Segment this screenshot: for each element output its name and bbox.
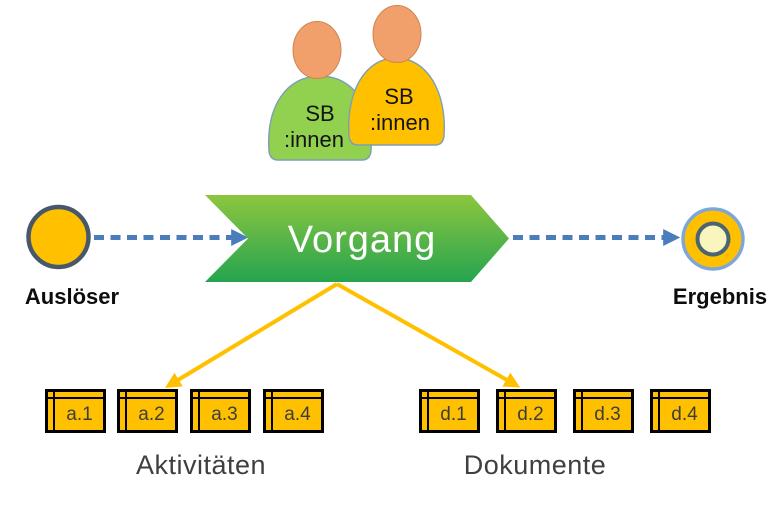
activity-box-label: a.2 <box>138 404 165 425</box>
box-inner-hline <box>48 397 103 399</box>
activity-box-label: a.3 <box>211 404 238 425</box>
box-inner-hline <box>266 397 321 399</box>
box-inner-hline <box>422 397 477 399</box>
box-inner-hline <box>653 397 708 399</box>
document-box: d.1 <box>419 389 480 433</box>
box-inner-hline <box>499 397 554 399</box>
box-inner-vline <box>271 392 273 430</box>
activity-box: a.4 <box>263 389 324 433</box>
box-inner-hline <box>193 397 248 399</box>
box-inner-vline <box>581 392 583 430</box>
box-inner-hline <box>120 397 175 399</box>
process-label: Vorgang <box>288 219 437 261</box>
document-box: d.3 <box>573 389 634 433</box>
box-inner-vline <box>125 392 127 430</box>
activity-box-label: a.1 <box>66 404 93 425</box>
result-label: Ergebnis <box>672 284 768 309</box>
person-icon-green: SB :innen <box>268 21 372 161</box>
document-box-label: d.3 <box>594 404 621 425</box>
trigger-label: Auslöser <box>24 284 120 309</box>
trigger-circle <box>26 204 91 270</box>
result-circle <box>681 207 745 271</box>
activity-box: a.2 <box>117 389 178 433</box>
box-inner-vline <box>53 392 55 430</box>
person-icon-orange: SB :innen <box>348 5 445 146</box>
person-label-line2: :innen <box>370 110 430 135</box>
box-inner-vline <box>427 392 429 430</box>
activity-box: a.3 <box>190 389 251 433</box>
documents-arrow <box>336 282 521 388</box>
process-chevron: Vorgang <box>205 195 509 282</box>
documents-group-label: Dokumente <box>463 450 607 480</box>
document-box-label: d.4 <box>671 404 698 425</box>
activity-box: a.1 <box>45 389 106 433</box>
activities-arrow <box>164 282 339 388</box>
person-label-line1: SB <box>305 101 334 126</box>
document-box-label: d.1 <box>440 404 467 425</box>
person-head-icon <box>292 21 342 79</box>
person-head-icon <box>372 5 422 63</box>
box-inner-vline <box>198 392 200 430</box>
activities-group-label: Aktivitäten <box>135 450 267 480</box>
box-inner-vline <box>658 392 660 430</box>
document-box-label: d.2 <box>517 404 544 425</box>
person-label-line1: SB <box>384 84 413 109</box>
box-inner-hline <box>576 397 631 399</box>
document-box: d.4 <box>650 389 711 433</box>
box-inner-vline <box>504 392 506 430</box>
person-label-line2: :innen <box>284 127 344 152</box>
document-box: d.2 <box>496 389 557 433</box>
activity-box-label: a.4 <box>284 404 311 425</box>
